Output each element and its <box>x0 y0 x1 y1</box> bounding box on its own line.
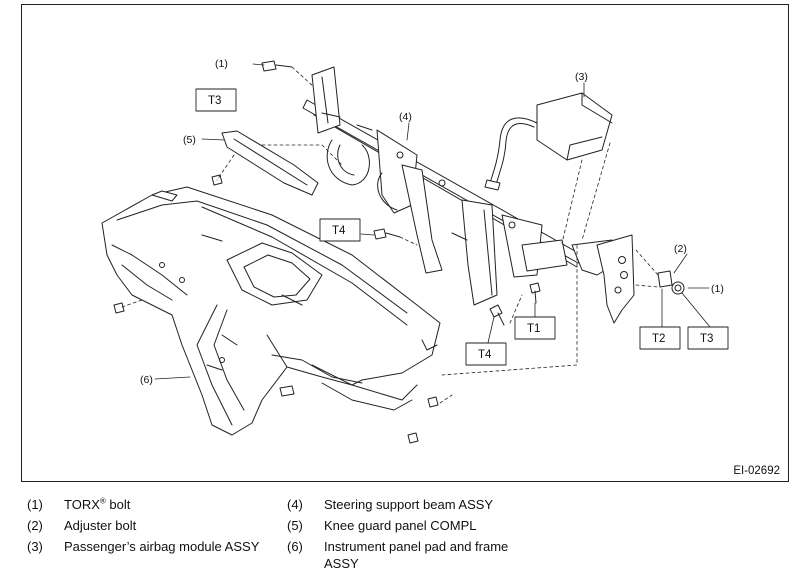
legend-num: (6) <box>287 539 303 554</box>
instrument-panel-pad <box>101 186 441 436</box>
torque-box-t2: T2 <box>639 326 681 350</box>
callout-1-top: (1) <box>215 58 228 70</box>
torque-box-t3-right: T3 <box>687 326 729 350</box>
steering-support-beam <box>302 66 635 324</box>
exploded-diagram: (1) (2) (3) (4) (5) (6) (1) T3 T4 T4 T1 … <box>21 4 789 482</box>
torque-box-t4-left: T4 <box>319 218 361 242</box>
legend-text: Knee guard panel COMPL <box>324 518 477 533</box>
callout-4: (4) <box>399 111 412 123</box>
knee-guard-panel <box>221 130 319 196</box>
parts-legend: (1) TORX® bolt (2) Adjuster bolt (3) Pas… <box>0 491 805 578</box>
torque-box-t3-top: T3 <box>195 88 237 112</box>
torque-box-t1: T1 <box>514 316 556 340</box>
callout-5: (5) <box>183 134 196 146</box>
passenger-airbag-module <box>484 92 613 191</box>
callout-6: (6) <box>140 374 153 386</box>
svg-text:T4: T4 <box>332 225 346 237</box>
dashed-leader-lines <box>121 66 659 404</box>
figure-id: EI-02692 <box>733 465 780 477</box>
svg-text:T2: T2 <box>652 333 665 345</box>
legend-text: TORX® bolt <box>64 496 131 512</box>
callout-1-right: (1) <box>711 283 724 295</box>
legend-num: (3) <box>27 539 43 554</box>
callout-2: (2) <box>674 243 687 255</box>
svg-text:T1: T1 <box>527 323 540 335</box>
torque-box-t4-bottom: T4 <box>465 342 507 366</box>
legend-text: Instrument panel pad and frame ASSY <box>324 539 509 571</box>
legend-num: (5) <box>287 518 303 533</box>
callout-3: (3) <box>575 71 588 83</box>
legend-text: Adjuster bolt <box>64 518 137 533</box>
svg-text:T3: T3 <box>700 333 713 345</box>
diagram-drawing: (1) (2) (3) (4) (5) (6) (1) T3 T4 T4 T1 … <box>101 58 729 444</box>
legend-text: Passenger’s airbag module ASSY <box>64 539 260 554</box>
svg-text:T4: T4 <box>478 349 492 361</box>
legend-num: (4) <box>287 497 303 512</box>
svg-text:T3: T3 <box>208 95 221 107</box>
legend-num: (2) <box>27 518 43 533</box>
legend-num: (1) <box>27 497 43 512</box>
legend-text: Steering support beam ASSY <box>324 497 494 512</box>
bolts <box>113 60 685 444</box>
